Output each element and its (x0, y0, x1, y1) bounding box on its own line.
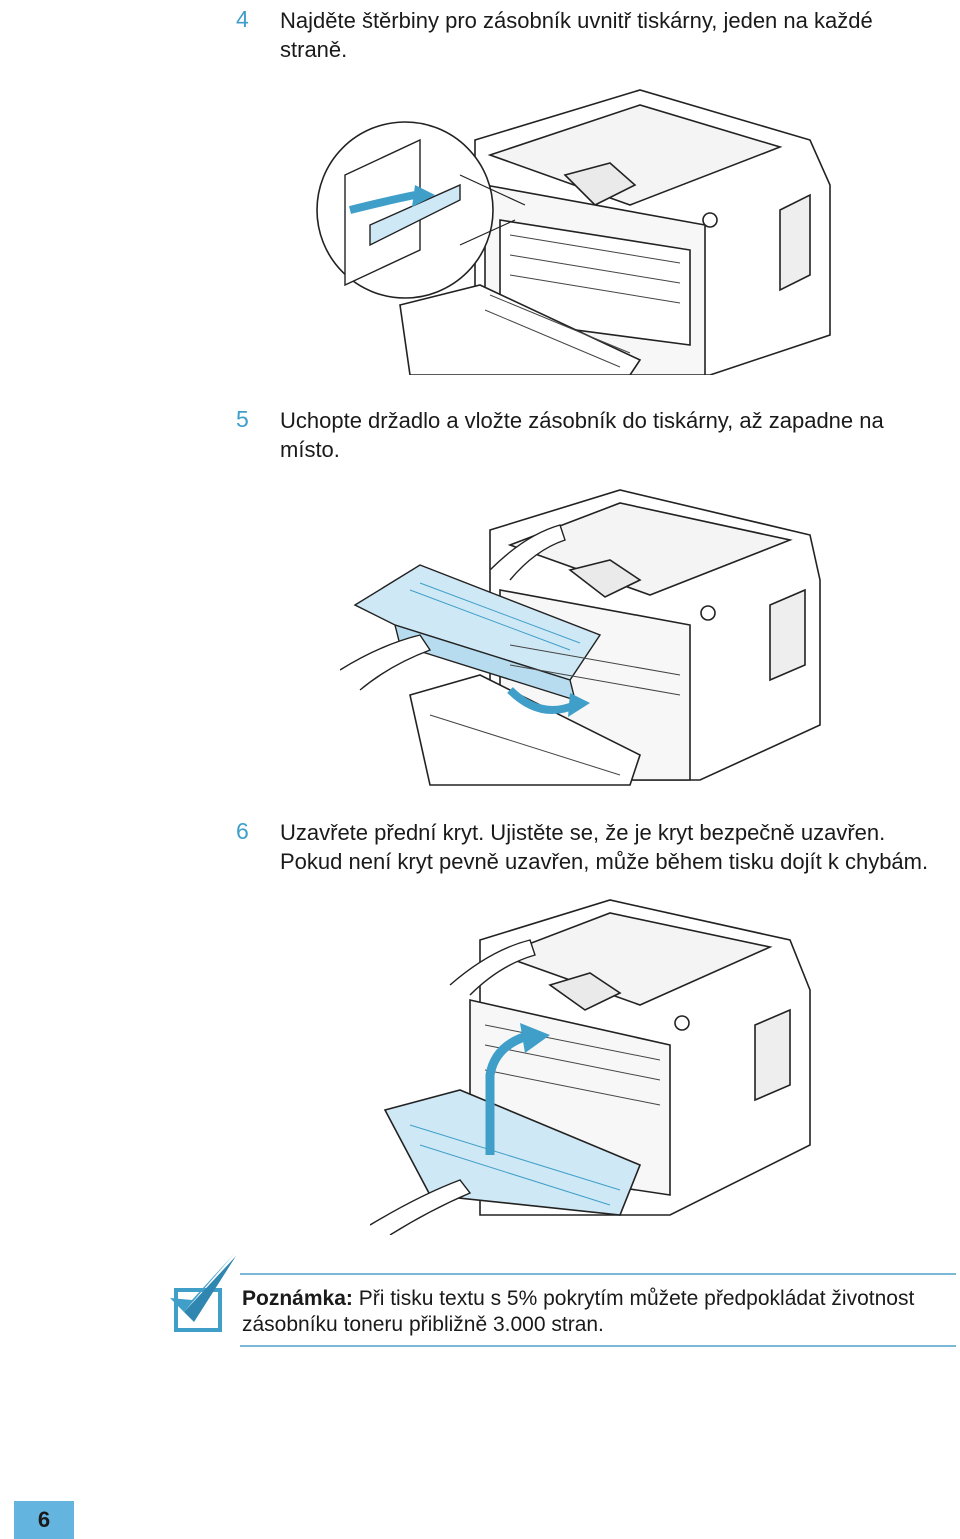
step-text-line: straně. (280, 37, 348, 62)
note-text: Poznámka: Při tisku textu s 5% pokrytím … (242, 1286, 954, 1338)
step-text-line: místo. (280, 437, 340, 462)
step-number: 6 (236, 818, 249, 844)
step-text-line: Pokud není kryt pevně uzavřen, může běhe… (280, 849, 929, 874)
step-text-line: Uzavřete přední kryt. Ujistěte se, že je… (280, 820, 886, 845)
step-text: Uchopte držadlo a vložte zásobník do tis… (280, 406, 940, 464)
note-line-2: zásobníku toneru přibližně 3.000 stran. (242, 1313, 604, 1336)
step-text-line: Najděte štěrbiny pro zásobník uvnitř tis… (280, 8, 873, 33)
note-line-1: Při tisku textu s 5% pokrytím můžete pře… (352, 1287, 915, 1310)
note-label: Poznámka: (242, 1287, 353, 1310)
step-number: 5 (236, 406, 249, 432)
note-line: Poznámka: Při tisku textu s 5% pokrytím … (242, 1286, 954, 1312)
checkmark-note-icon (170, 1254, 236, 1332)
page-number: 6 (14, 1501, 74, 1539)
step-text: Uzavřete přední kryt. Ujistěte se, že je… (280, 818, 940, 876)
step-text: Najděte štěrbiny pro zásobník uvnitř tis… (280, 6, 940, 64)
close-cover-illustration (370, 899, 811, 1235)
printer-slot-illustration (316, 89, 831, 375)
step-number: 4 (236, 6, 249, 32)
note-box: Poznámka: Při tisku textu s 5% pokrytím … (240, 1273, 956, 1347)
cartridge-insert-illustration (340, 489, 821, 786)
step-text-line: Uchopte držadlo a vložte zásobník do tis… (280, 408, 884, 433)
